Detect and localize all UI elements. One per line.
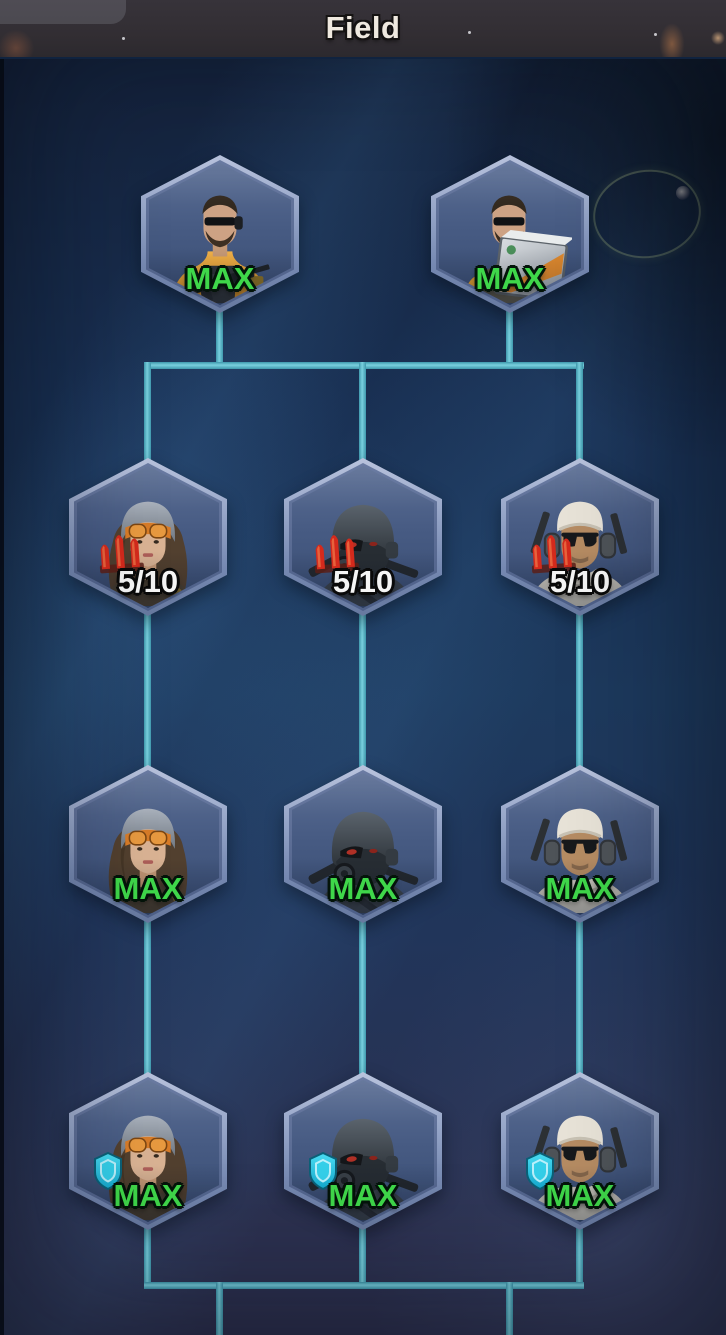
unit-node-gasmask-tier2[interactable]: MAX	[284, 765, 442, 923]
connector-line	[144, 362, 151, 464]
unit-level-label: MAX	[328, 1178, 398, 1213]
glow-dot-decoration	[676, 186, 690, 200]
connector-line	[144, 1224, 151, 1289]
unit-level-label: MAX	[113, 871, 183, 906]
unit-node-scout-tier2[interactable]: MAX	[501, 765, 659, 923]
unit-node-scout-tier1[interactable]: 5/10	[501, 458, 659, 616]
connector-line	[576, 362, 583, 464]
star-dot	[654, 33, 657, 36]
page-title: Field	[325, 10, 401, 45]
connector-line	[506, 302, 513, 368]
connector-line	[359, 917, 366, 1077]
connector-line	[576, 1224, 583, 1289]
unit-level-label: MAX	[545, 871, 615, 906]
connector-line	[359, 610, 366, 770]
connector-line	[144, 610, 151, 770]
connector-line	[359, 362, 366, 464]
unit-level-label: MAX	[328, 871, 398, 906]
unit-node-engineer-crate[interactable]: MAX	[431, 155, 589, 313]
star-dot	[122, 37, 125, 40]
unit-node-gasmask-tier1[interactable]: 5/10	[284, 458, 442, 616]
unit-node-pilot-tier1[interactable]: 5/10	[69, 458, 227, 616]
unit-level-label: MAX	[185, 261, 255, 296]
unit-level-label: MAX	[545, 1178, 615, 1213]
unit-node-pilot-tier3[interactable]: MAX	[69, 1072, 227, 1230]
unit-node-scout-tier3[interactable]: MAX	[501, 1072, 659, 1230]
unit-level-label: MAX	[475, 261, 545, 296]
header-bar: Field	[0, 0, 726, 59]
unit-level-label: MAX	[113, 1178, 183, 1213]
notch-overlay	[0, 0, 126, 24]
connector-line	[144, 1282, 584, 1289]
unit-level-label: 5/10	[117, 564, 179, 599]
connector-line	[359, 1224, 366, 1289]
unit-level-label: 5/10	[332, 564, 394, 599]
connector-line	[216, 1282, 223, 1335]
unit-node-pilot-tier2[interactable]: MAX	[69, 765, 227, 923]
unit-node-commando-rifle[interactable]: MAX	[141, 155, 299, 313]
connector-line	[576, 917, 583, 1077]
connector-line	[576, 610, 583, 770]
unit-level-label: 5/10	[549, 564, 611, 599]
screen-edge-shadow	[0, 57, 4, 1335]
unit-node-gasmask-tier3[interactable]: MAX	[284, 1072, 442, 1230]
connector-line	[506, 1282, 513, 1335]
star-dot	[468, 31, 471, 34]
connector-line	[216, 302, 223, 368]
connector-line	[144, 917, 151, 1077]
